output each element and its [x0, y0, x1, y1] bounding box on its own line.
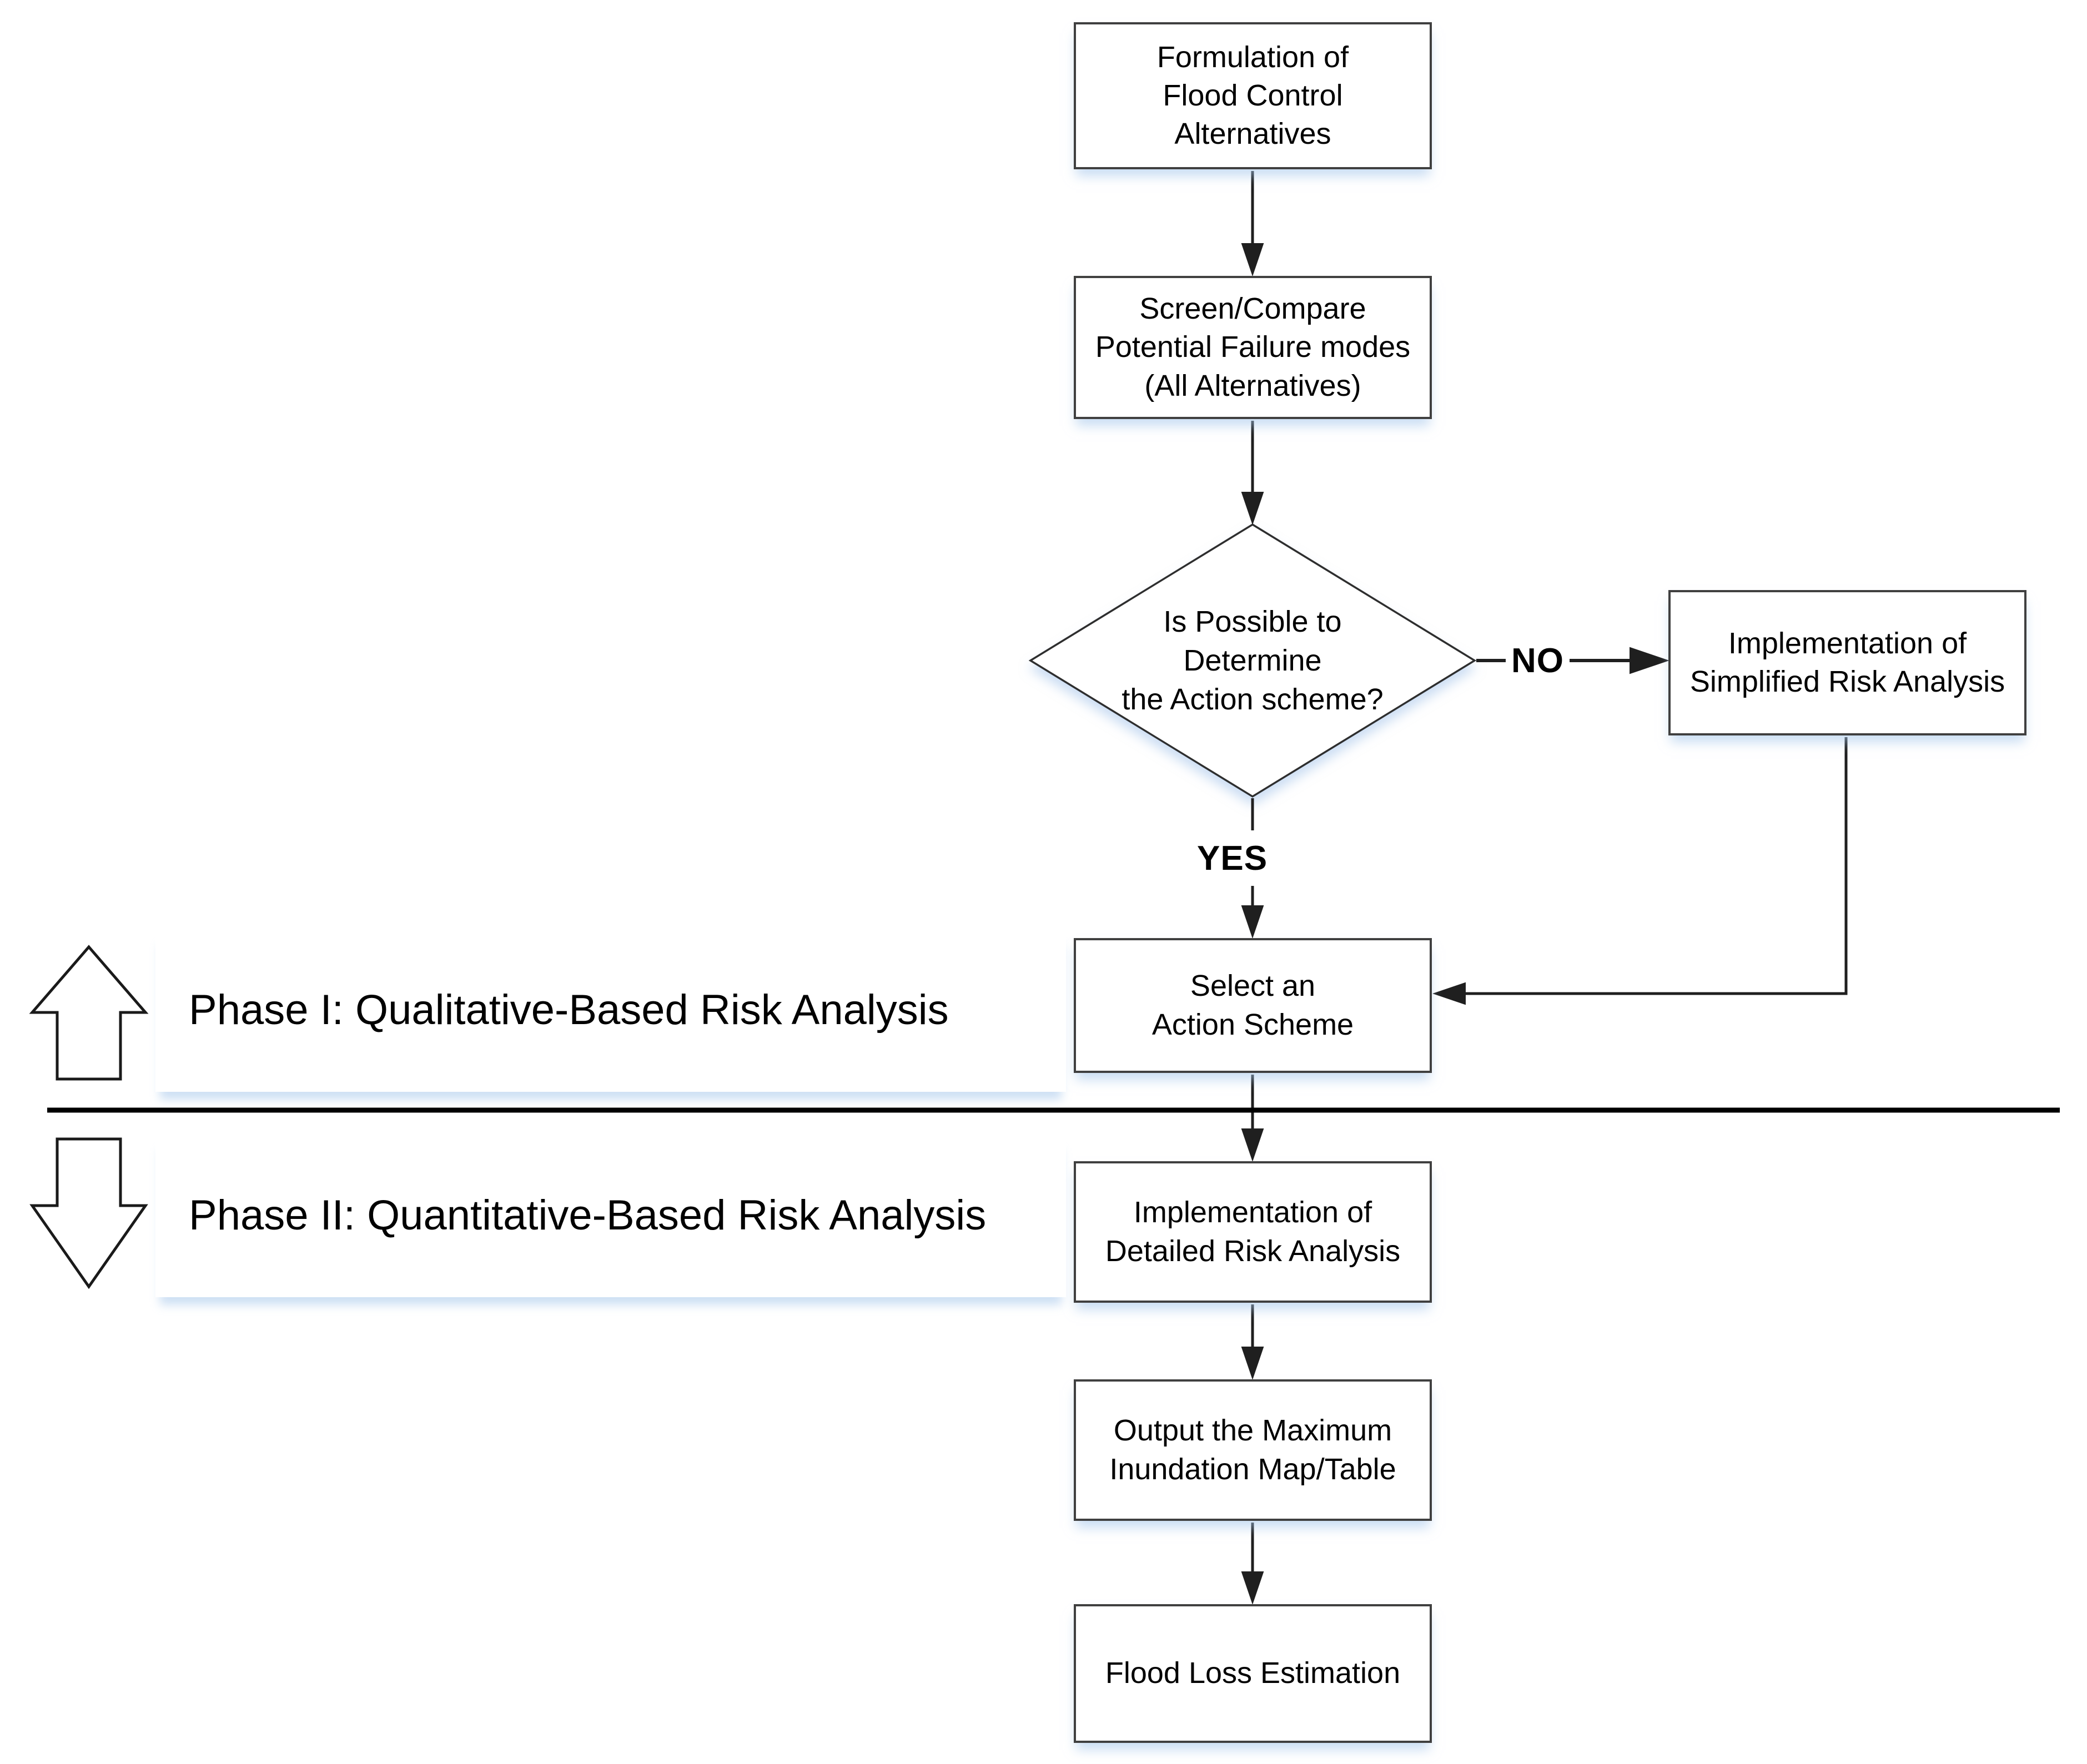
node-flood-loss-estimation: Flood Loss Estimation — [1074, 1604, 1432, 1743]
node-detailed-risk: Implementation of Detailed Risk Analysis — [1074, 1161, 1432, 1303]
phase2-band: Phase II: Quantitative-Based Risk Analys… — [155, 1133, 1066, 1297]
edge-label-yes: YES — [1191, 830, 1274, 886]
node-screen-compare-label: Screen/Compare Potential Failure modes (… — [1095, 292, 1411, 402]
node-screen-compare: Screen/Compare Potential Failure modes (… — [1074, 276, 1432, 419]
phase1-band: Phase I: Qualitative-Based Risk Analysis — [155, 928, 1066, 1092]
edge-label-no-text: NO — [1511, 641, 1564, 680]
edge-simplified-select-elbow — [1432, 737, 1848, 1005]
edge-label-no: NO — [1506, 633, 1570, 688]
node-flood-loss-estimation-label: Flood Loss Estimation — [1105, 1656, 1401, 1690]
node-simplified-risk-label: Implementation of Simplified Risk Analys… — [1689, 626, 2005, 698]
node-simplified-risk: Implementation of Simplified Risk Analys… — [1668, 590, 2026, 735]
node-detailed-risk-label: Implementation of Detailed Risk Analysis — [1105, 1196, 1401, 1268]
decision-diamond-shape — [1028, 523, 1477, 798]
node-output-inundation: Output the Maximum Inundation Map/Table — [1074, 1379, 1432, 1521]
node-select-action-scheme-label: Select an Action Scheme — [1151, 969, 1354, 1041]
node-formulation: Formulation of Flood Control Alternative… — [1074, 22, 1432, 169]
node-formulation-label: Formulation of Flood Control Alternative… — [1156, 40, 1349, 151]
edge-label-yes-text: YES — [1197, 839, 1268, 878]
phase1-up-block-arrow-icon — [29, 945, 149, 1081]
node-output-inundation-label: Output the Maximum Inundation Map/Table — [1109, 1414, 1396, 1486]
phase1-label: Phase I: Qualitative-Based Risk Analysis — [189, 986, 949, 1034]
phase2-label: Phase II: Quantitative-Based Risk Analys… — [189, 1192, 987, 1239]
node-select-action-scheme: Select an Action Scheme — [1074, 938, 1432, 1073]
phase2-down-block-arrow-icon — [29, 1137, 148, 1289]
